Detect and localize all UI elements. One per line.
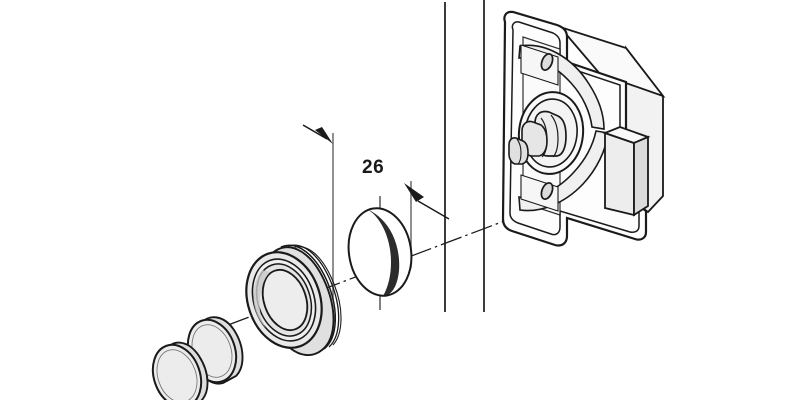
spindle-tip bbox=[508, 137, 529, 165]
cover-cap-front-face-ring bbox=[156, 349, 198, 400]
spindle-tip-line bbox=[516, 138, 522, 165]
escutcheon-ring-inner-shade bbox=[253, 270, 270, 328]
lock-housing-top-face bbox=[557, 25, 666, 98]
escutcheon-ring bbox=[245, 244, 342, 356]
lock-spindle bbox=[508, 110, 567, 165]
dimension-arrow-right bbox=[404, 183, 424, 202]
dimension-value-26: 26 bbox=[362, 157, 384, 178]
latch-block bbox=[602, 126, 651, 217]
spindle-ring-line-2 bbox=[550, 114, 559, 158]
escutcheon-ring-bore bbox=[261, 269, 309, 331]
cover-cap-front bbox=[151, 341, 209, 400]
lock-mounting-plate-inner-edge bbox=[509, 21, 640, 236]
dimension-arrow-left bbox=[315, 127, 333, 144]
latch-block-side bbox=[633, 135, 649, 217]
lock-body bbox=[501, 10, 666, 247]
escutcheon-ring-ridge-3 bbox=[294, 246, 342, 346]
cover-cap-front-face bbox=[151, 343, 203, 400]
escutcheon-ring-shading-group bbox=[253, 270, 270, 328]
door-panel bbox=[444, 0, 485, 312]
dimension-leader-left bbox=[302, 124, 328, 140]
panel-bore bbox=[347, 207, 413, 297]
screw-hole-bottom bbox=[540, 182, 554, 200]
screw-hole-top bbox=[540, 53, 554, 71]
panel-bore-wall-shading bbox=[367, 209, 400, 296]
dimension-leader-right bbox=[417, 200, 450, 220]
spindle-ring-line-1 bbox=[540, 117, 548, 158]
latch-block-front bbox=[604, 131, 635, 217]
